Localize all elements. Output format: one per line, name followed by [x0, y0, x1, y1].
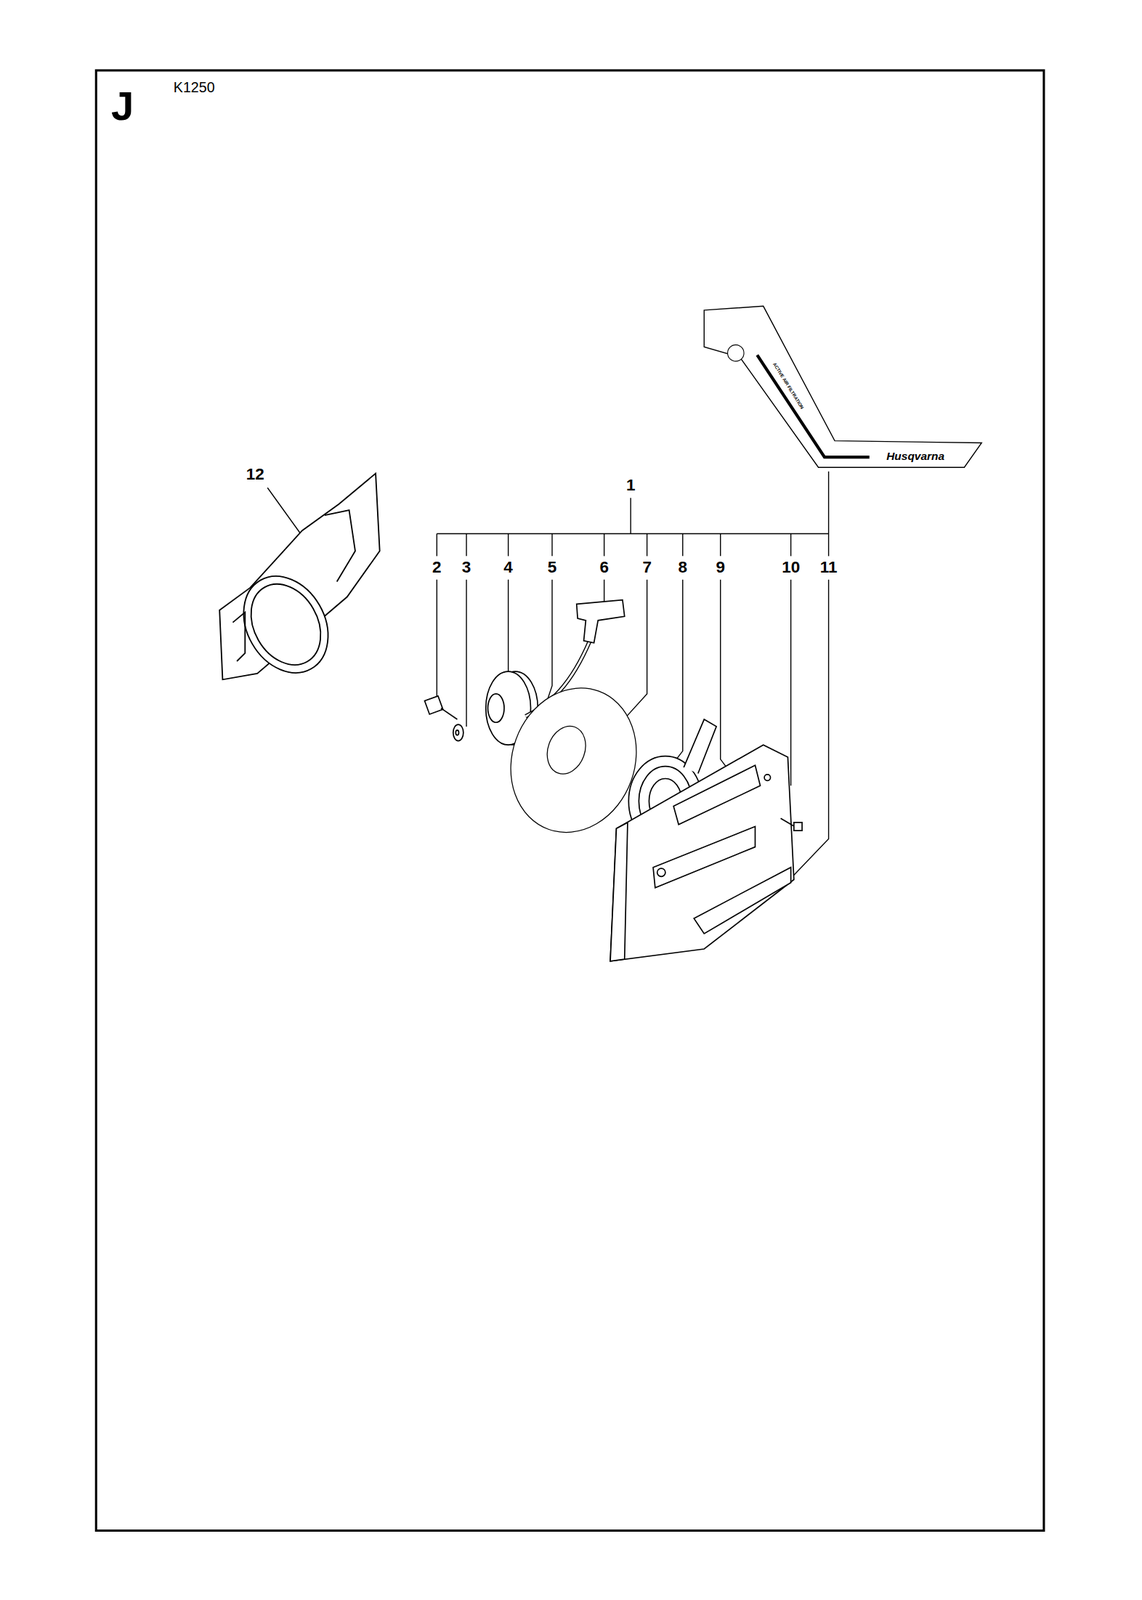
brand-name: Husqvarna [886, 450, 945, 462]
callout-number: 1 [626, 477, 636, 494]
callout-number: 7 [642, 559, 652, 576]
callout-bracket [436, 471, 829, 557]
callout-number: 5 [547, 559, 558, 576]
callout-number: 12 [246, 466, 265, 483]
starter-parts [424, 600, 803, 962]
decal [703, 305, 982, 468]
starter-housing [219, 473, 380, 688]
callout-number: 2 [432, 559, 442, 576]
callout-number: 9 [716, 559, 726, 576]
callout-number: 6 [599, 559, 609, 576]
callout-number: 8 [678, 559, 688, 576]
callout-number: 11 [820, 559, 838, 576]
callout-number: 4 [503, 559, 513, 576]
section-letter: J [111, 85, 134, 127]
callout-number: 10 [781, 559, 800, 576]
callout-number: 3 [462, 559, 472, 576]
page-frame [95, 70, 1044, 1531]
model-name: K1250 [173, 80, 216, 96]
